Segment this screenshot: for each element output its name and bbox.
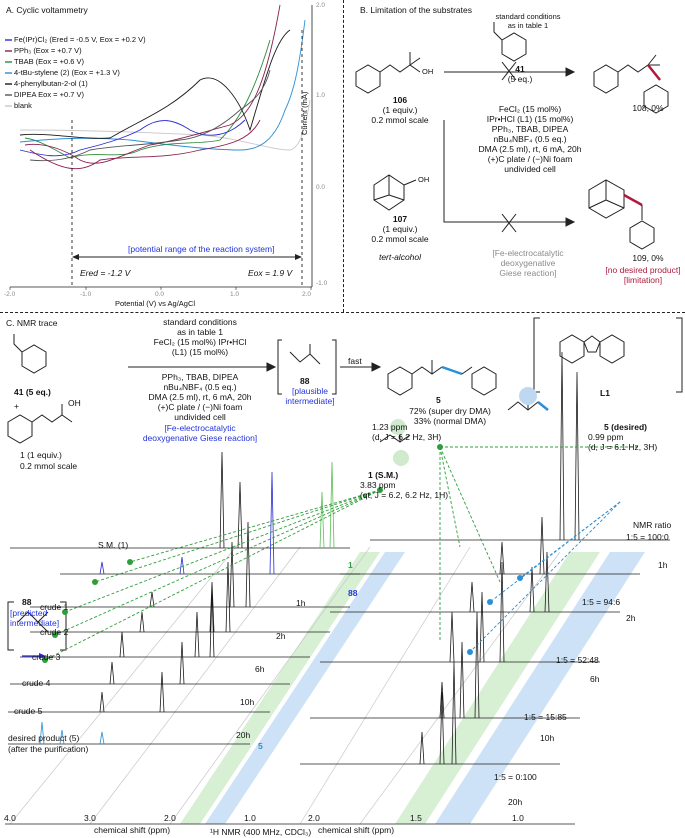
sm-shift-1: 1.23 ppm (d, J = 6.2 Hz, 3H) <box>372 422 442 442</box>
y-axis-label: Current (mA) <box>300 91 309 135</box>
product-108: 108, 0% <box>632 103 664 113</box>
sm-1-scale: 0.2 mmol scale <box>20 461 78 471</box>
plausible-intermediate: [plausible intermediate] <box>285 386 335 406</box>
panel-b-title: B. Limitation of the substrates <box>360 5 472 15</box>
fast-label: fast <box>348 356 362 366</box>
conditions-b: FeCl₂ (15 mol%) IPr•HCl (L1) (15 mol%) P… <box>478 104 582 174</box>
p5-shift: 0.99 ppm (d, J = 6.1 Hz, 3H) <box>588 432 658 452</box>
eox-label: Eox = 1.9 V <box>248 268 293 278</box>
trace-label: (after the purification) <box>8 744 89 754</box>
conditions-c: standard conditions as in table 1 FeCl₂ … <box>153 317 247 357</box>
range-label: [potential range of the reaction system] <box>128 244 275 254</box>
sm-label: 1 (S.M.) <box>368 470 399 480</box>
section-divider <box>0 312 685 313</box>
panel-a-title: A. Cyclic voltammetry <box>6 5 88 15</box>
time-label: 1h <box>658 560 668 570</box>
tert-alcohol-label: tert-alcohol <box>378 252 422 262</box>
int-88: 88 <box>300 376 310 386</box>
time-label: 6h <box>255 664 265 674</box>
sm-107: 107 (1 equiv.) 0.2 mmol scale <box>371 214 429 244</box>
product-109: 109, 0% <box>632 253 664 263</box>
trace-label: crude 4 <box>22 678 51 688</box>
oh-label-107: OH <box>418 175 430 184</box>
x-tick: 1.0 <box>512 813 524 823</box>
giese-label-b: [Fe-electrocatalytic deoxygenative Giese… <box>492 248 564 278</box>
x-tick: 0.0 <box>155 291 165 298</box>
predicted-intermediate: [predicted intermediate] <box>10 608 60 628</box>
y-tick: -1.0 <box>316 280 328 287</box>
ratio-header: NMR ratio <box>633 520 672 530</box>
trace-label: S.M. (1) <box>98 540 129 550</box>
x-tick: 4.0 <box>4 813 16 823</box>
sm-1-label: 1 (1 equiv.) <box>20 450 62 460</box>
panel-c-title: C. NMR trace <box>6 318 58 328</box>
conditions-top: standard conditions as in table 1 <box>495 12 561 30</box>
ratio-value: 1:5 = 94:6 <box>582 597 621 607</box>
reagent-41-c: 41 (5 eq.) <box>14 387 51 397</box>
trace-label: crude 3 <box>32 652 61 662</box>
time-label: 2h <box>276 631 286 641</box>
trace-tag-5: 5 <box>258 741 263 751</box>
cv-plot <box>5 4 313 290</box>
nmr-conditions-label: ¹H NMR (400 MHz, CDCl₃) <box>210 827 312 837</box>
ligand-l1: L1 <box>600 388 610 398</box>
x-axis-label-right: chemical shift (ppm) <box>318 825 395 835</box>
legend-item: blank <box>14 101 32 110</box>
y-tick: 1.0 <box>316 92 326 99</box>
nmr-figure <box>5 317 683 825</box>
scheme-b <box>355 22 669 250</box>
ratio-value: 1:5 = 52:48 <box>556 655 599 665</box>
ered-label: Ered = -1.2 V <box>80 268 131 278</box>
time-label: 10h <box>540 733 555 743</box>
x-axis-label-left: chemical shift (ppm) <box>94 825 171 835</box>
ratio-value: 1:5 = 15:85 <box>524 712 567 722</box>
time-label: 2h <box>626 613 636 623</box>
legend-item: TBAB (Eox = +0.6 V) <box>14 57 85 66</box>
section-divider-vertical <box>343 0 344 312</box>
trace-label: crude 2 <box>40 627 69 637</box>
trace-tag-88: 88 <box>348 588 358 598</box>
legend-item: DIPEA Eox = +0.7 V) <box>14 90 85 99</box>
x-tick: -2.0 <box>4 291 16 298</box>
conditions-c-lower: PPh₃, TBAB, DIPEA nBu₄NBF₄ (0.5 eq.) DMA… <box>148 372 252 422</box>
predicted-88: 88 <box>22 597 32 607</box>
ratio-value: 1:5 = 100:0 <box>626 532 669 542</box>
sm-106: 106 (1 equiv.) 0.2 mmol scale <box>371 95 429 125</box>
time-label: 1h <box>296 598 306 608</box>
x-tick: 2.0 <box>308 813 320 823</box>
trace-label: crude 5 <box>14 706 43 716</box>
x-tick: 3.0 <box>84 813 96 823</box>
y-tick: 0.0 <box>316 184 326 191</box>
giese-label-c: [Fe-electrocatalytic deoxygenative Giese… <box>142 423 258 443</box>
product-5: 5 <box>436 395 441 405</box>
x-tick: 1.0 <box>244 813 256 823</box>
desired-5-label: 5 (desired) <box>604 422 647 432</box>
oh-label: OH <box>422 67 434 76</box>
legend-item: 4-tBu-stylene (2) (Eox = +1.3 V) <box>14 68 120 77</box>
trace-label: desired product (5) <box>8 733 80 743</box>
time-label: 20h <box>236 730 251 740</box>
trace-tag-1: 1 <box>348 560 353 570</box>
time-label: 20h <box>508 797 523 807</box>
x-tick: 1.0 <box>230 291 240 298</box>
x-tick: 2.0 <box>302 291 312 298</box>
sm-shift-2: 3.83 ppm (qt, J = 6.2, 6.2 Hz, 1H) <box>360 480 449 500</box>
x-tick: -1.0 <box>80 291 92 298</box>
time-label: 10h <box>240 697 255 707</box>
no-product-label: [no desired product] [limitation] <box>605 265 681 285</box>
legend-item: 4-phenylbutan-2-ol (1) <box>14 79 88 88</box>
time-label: 6h <box>590 674 600 684</box>
legend-item: Fe(IPr)Cl₂ (Ered = -0.5 V, Eox = +0.2 V) <box>14 35 146 44</box>
oh-label-c: OH <box>68 398 81 408</box>
legend-item: PPh₃ (Eox = +0.7 V) <box>14 46 82 55</box>
plus-sign: + <box>14 401 19 411</box>
reagent-41: 41 (5 eq.) <box>507 64 533 84</box>
x-tick: 1.5 <box>410 813 422 823</box>
ratio-value: 1:5 = 0:100 <box>494 772 537 782</box>
y-tick: 2.0 <box>316 2 326 9</box>
trace-label: crude 1 <box>40 602 69 612</box>
product-5-yield: 72% (super dry DMA) 33% (normal DMA) <box>409 406 491 426</box>
x-axis-label: Potential (V) vs Ag/AgCl <box>115 299 196 308</box>
x-tick: 2.0 <box>164 813 176 823</box>
